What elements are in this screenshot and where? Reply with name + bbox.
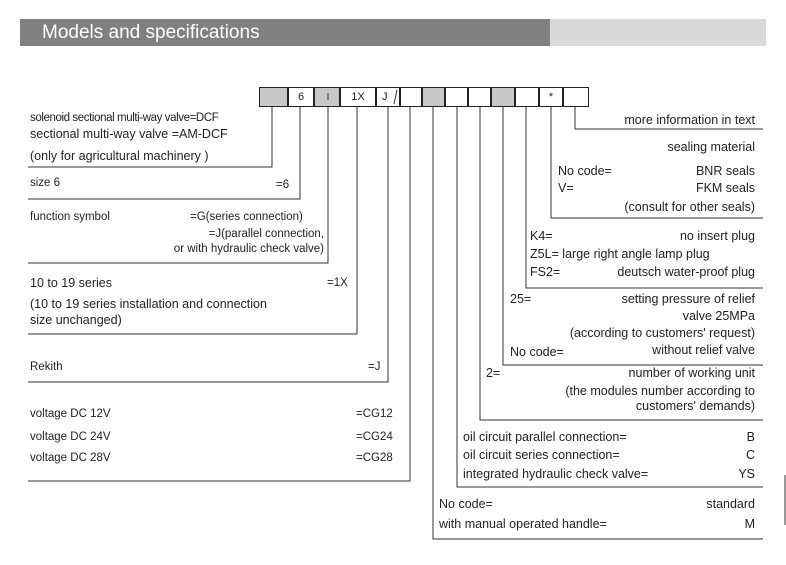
- check-valve-label: integrated hydraulic check valve=: [463, 467, 649, 481]
- rekith-label: Rekith: [30, 361, 63, 373]
- manual-handle-label: with manual operated handle=: [439, 517, 607, 531]
- section-title: Models and specifications: [42, 22, 260, 43]
- voltage-28-code: =CG28: [356, 452, 393, 464]
- code-box: *: [539, 87, 563, 107]
- seal-nocode: No code=: [558, 164, 612, 178]
- voltage-28-label: voltage DC 28V: [30, 452, 111, 464]
- seal-v: V=: [558, 181, 574, 195]
- function-symbol-label: function symbol: [30, 211, 110, 223]
- code-box: [422, 87, 445, 107]
- code-box: [314, 87, 340, 107]
- seal-fkm: FKM seals: [695, 181, 755, 195]
- units-note: (the modules number according to: [565, 384, 755, 398]
- parallel-label: oil circuit parallel connection=: [463, 430, 627, 444]
- series-conn-code: C: [745, 448, 755, 462]
- code-box: 1X: [340, 87, 376, 107]
- voltage-12-code: =CG12: [356, 408, 393, 420]
- units-label: number of working unit: [628, 366, 755, 380]
- code-box: [515, 87, 539, 107]
- pressure-value: valve 25MPa: [682, 309, 755, 323]
- code-box: [563, 87, 589, 107]
- seal-bnr: BNR seals: [695, 164, 755, 178]
- section-header: Models and specifications: [20, 19, 766, 46]
- size-label: size 6: [30, 177, 61, 189]
- units-note-2: customers' demands): [635, 399, 755, 413]
- units-2: 2=: [486, 366, 501, 380]
- pressure-request: (according to customers' request): [569, 326, 755, 340]
- pressure-setting: setting pressure of relief: [621, 292, 755, 306]
- voltage-24-code: =CG24: [356, 431, 393, 443]
- relief-none: without relief valve: [652, 343, 755, 357]
- voltage-12-label: voltage DC 12V: [30, 408, 111, 420]
- manual-handle-code: M: [744, 517, 755, 531]
- plug-deutsch: deutsch water-proof plug: [617, 265, 755, 279]
- plug-k4: K4=: [530, 229, 553, 243]
- handle-nocode: No code=: [439, 497, 493, 511]
- parallel-code: B: [746, 430, 755, 444]
- series-code: =1X: [327, 277, 348, 289]
- series-conn-label: oil circuit series connection=: [463, 448, 620, 462]
- sectional-valve-label: sectional multi-way valve =AM-DCF: [30, 127, 228, 141]
- seal-consult: (consult for other seals): [624, 200, 755, 214]
- section-header-bar: Models and specifications: [20, 19, 550, 46]
- series-note: (10 to 19 series installation and connec…: [30, 297, 267, 311]
- function-j-note: or with hydraulic check valve): [173, 243, 324, 255]
- code-box: [259, 87, 288, 107]
- code-box: 6: [288, 87, 314, 107]
- series-label: 10 to 19 series: [30, 276, 112, 290]
- function-j: =J(parallel connection,: [208, 228, 324, 240]
- agricultural-note: (only for agricultural machinery ): [30, 149, 209, 163]
- voltage-24-label: voltage DC 24V: [30, 431, 111, 443]
- handle-standard: standard: [706, 497, 755, 511]
- sealing-material-label: sealing material: [667, 140, 755, 154]
- rekith-code: =J: [368, 361, 381, 373]
- plug-none: no insert plug: [679, 229, 755, 243]
- code-box: [400, 87, 422, 107]
- function-g: =G(series connection): [190, 211, 303, 223]
- series-note-2: size unchanged): [30, 313, 122, 327]
- size-code: =6: [276, 179, 290, 191]
- plug-z5l: Z5L= large right angle lamp plug: [530, 247, 710, 261]
- pressure-25: 25=: [510, 292, 532, 306]
- plug-fs2: FS2=: [530, 265, 561, 279]
- code-box: [445, 87, 468, 107]
- code-box: [468, 87, 491, 107]
- code-box: J: [376, 87, 400, 107]
- relief-nocode: No code=: [510, 345, 564, 359]
- code-box: [491, 87, 515, 107]
- check-valve-code: YS: [738, 467, 755, 481]
- more-info-label: more information in text: [624, 113, 755, 127]
- solenoid-valve-label: solenoid sectional multi-way valve=DCF: [30, 112, 219, 124]
